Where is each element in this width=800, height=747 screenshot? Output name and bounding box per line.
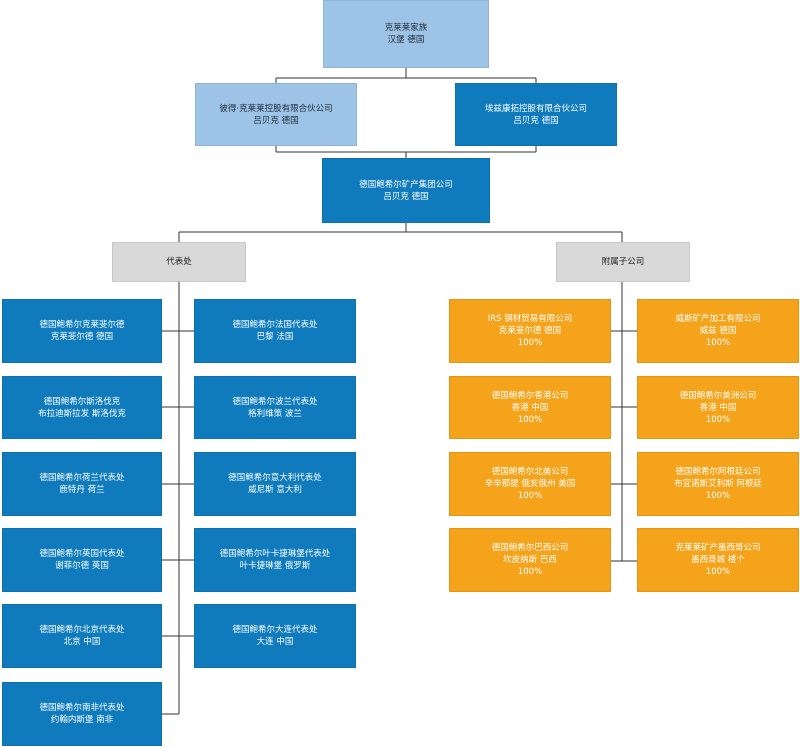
subsidiary: 德国鲍希尔巴西公司 坎皮纳斯 巴西 100%	[449, 528, 611, 592]
subsidiary-ownership: 100%	[705, 338, 731, 348]
rep-office-name: 德国鲍希尔北京代表处	[39, 625, 125, 635]
rep-office: 德国鲍希尔南非代表处 约翰内斯堡 南非	[2, 682, 162, 746]
rep-office-location: 布拉迪斯拉发 斯洛伐克	[38, 408, 126, 419]
holding-right-name: 埃兹康拓控股有限合伙公司	[484, 103, 587, 114]
rep-office: 德国鲍希尔叶卡捷琳堡代表处 叶卡捷琳堡 俄罗斯	[194, 528, 356, 592]
rep-office: 德国鲍希尔意大利代表处 威尼斯 意大利	[194, 452, 356, 516]
subsidiary-name: 德国鲍希尔香港公司	[491, 390, 569, 401]
rep-office-location: 巴黎 法国	[256, 332, 294, 342]
rep-office-location: 克莱斐尔德 德国	[50, 332, 114, 342]
rep-office-name: 德国鲍希尔波兰代表处	[232, 396, 318, 407]
rep-office-location: 约翰内斯堡 南非	[50, 715, 114, 725]
rep-office-location: 大连 中国	[256, 637, 294, 647]
family-box: 克莱莱家族 汉堡 德国	[323, 0, 489, 68]
rep-office-name: 德国鲍希尔南非代表处	[39, 703, 125, 713]
rep-office: 德国鲍希尔斯洛伐克 布拉迪斯拉发 斯洛伐克	[2, 376, 162, 439]
subsidiary-location: 香港 中国	[699, 402, 737, 413]
subsidiary-location: 坎皮纳斯 巴西	[503, 555, 557, 565]
subsidiary-location: 克莱斐尔德 德国	[498, 326, 562, 336]
rep-office-name: 德国鲍希尔荷兰代表处	[39, 473, 125, 483]
subsidiary: IRS 钢材贸易有限公司 克莱斐尔德 德国 100%	[449, 299, 611, 363]
holding-left-location: 吕贝克 德国	[253, 115, 299, 126]
subsidiary-ownership: 100%	[517, 414, 543, 425]
subsidiary-ownership: 100%	[517, 567, 543, 577]
holding-right-box: 埃兹康拓控股有限合伙公司 吕贝克 德国	[455, 83, 617, 146]
subsidiary: 德国鲍希尔北美公司 辛辛那提 俄亥俄州 美国 100%	[449, 452, 611, 516]
rep-office: 德国鲍希尔荷兰代表处 鹿特丹 荷兰	[2, 452, 162, 516]
rep-office-name: 德国鲍希尔意大利代表处	[228, 473, 322, 483]
family-name: 克莱莱家族	[384, 23, 428, 33]
subsidiary: 德国鲍希尔香港公司 香港 中国 100%	[449, 376, 611, 439]
rep-office-location: 格利维策 波兰	[248, 408, 302, 419]
subsidiary-location: 墨西哥城 楼个	[691, 555, 745, 565]
subsidiary-name: 威斯矿产加工有限公司	[675, 314, 761, 324]
rep-office-name: 德国鲍希尔英国代表处	[39, 549, 125, 559]
subsidiary: 德国鲍希尔阿根廷公司 布宜诺斯艾利斯 阿根廷 100%	[637, 452, 799, 516]
subsidiary-name: 德国鲍希尔巴西公司	[491, 543, 569, 553]
rep-office-name: 德国鲍希尔大连代表处	[232, 625, 318, 635]
rep-office-location: 鹿特丹 荷兰	[59, 485, 105, 495]
family-location: 汉堡 德国	[387, 35, 425, 45]
group-location: 吕贝克 德国	[383, 191, 429, 202]
subsidiary-name: 德国鲍希尔美洲公司	[679, 390, 757, 401]
subsidiary-ownership: 100%	[517, 338, 543, 348]
subsidiary: 克莱莱矿产墨西哥公司 墨西哥城 楼个 100%	[637, 528, 799, 592]
holding-left-box: 彼得·克莱莱控股有限合伙公司 吕贝克 德国	[195, 83, 357, 146]
rep-office-location: 叶卡捷琳堡 俄罗斯	[239, 561, 311, 571]
rep-office: 德国鲍希尔法国代表处 巴黎 法国	[194, 299, 356, 363]
subs-label: 附属子公司	[601, 257, 645, 267]
rep-office-name: 德国鲍希尔克莱斐尔德	[39, 320, 125, 330]
rep-office-location: 北京 中国	[63, 637, 101, 647]
subs-header: 附属子公司	[556, 242, 690, 282]
subsidiary-location: 香港 中国	[511, 402, 549, 413]
holding-left-name: 彼得·克莱莱控股有限合伙公司	[219, 103, 333, 114]
rep-office: 德国鲍希尔英国代表处 谢菲尔德 英国	[2, 528, 162, 592]
group-name: 德国鲍希尔矿产集团公司	[359, 179, 453, 190]
rep-office-location: 谢菲尔德 英国	[55, 561, 109, 571]
subsidiary-ownership: 100%	[705, 567, 731, 577]
rep-office-location: 威尼斯 意大利	[248, 485, 302, 495]
reps-label: 代表处	[166, 257, 192, 267]
rep-office: 德国鲍希尔波兰代表处 格利维策 波兰	[194, 376, 356, 439]
subsidiary-ownership: 100%	[705, 414, 731, 425]
subsidiary: 德国鲍希尔美洲公司 香港 中国 100%	[637, 376, 799, 439]
rep-office: 德国鲍希尔北京代表处 北京 中国	[2, 604, 162, 668]
holding-right-location: 吕贝克 德国	[513, 115, 559, 126]
rep-office-name: 德国鲍希尔法国代表处	[232, 320, 318, 330]
rep-office: 德国鲍希尔克莱斐尔德 克莱斐尔德 德国	[2, 299, 162, 363]
subsidiary-location: 辛辛那提 俄亥俄州 美国	[484, 479, 576, 489]
reps-header: 代表处	[112, 242, 246, 282]
subsidiary-name: IRS 钢材贸易有限公司	[487, 314, 573, 324]
subsidiary-location: 威兹 德国	[699, 326, 737, 336]
subsidiary: 威斯矿产加工有限公司 威兹 德国 100%	[637, 299, 799, 363]
rep-office: 德国鲍希尔大连代表处 大连 中国	[194, 604, 356, 668]
subsidiary-name: 德国鲍希尔北美公司	[491, 467, 569, 477]
rep-office-name: 德国鲍希尔叶卡捷琳堡代表处	[219, 549, 331, 559]
subsidiary-ownership: 100%	[705, 491, 731, 501]
subsidiary-name: 德国鲍希尔阿根廷公司	[675, 467, 761, 477]
group-box: 德国鲍希尔矿产集团公司 吕贝克 德国	[322, 158, 490, 223]
subsidiary-ownership: 100%	[517, 491, 543, 501]
subsidiary-name: 克莱莱矿产墨西哥公司	[675, 543, 761, 553]
rep-office-name: 德国鲍希尔斯洛伐克	[43, 396, 121, 407]
subsidiary-location: 布宜诺斯艾利斯 阿根廷	[674, 479, 762, 489]
